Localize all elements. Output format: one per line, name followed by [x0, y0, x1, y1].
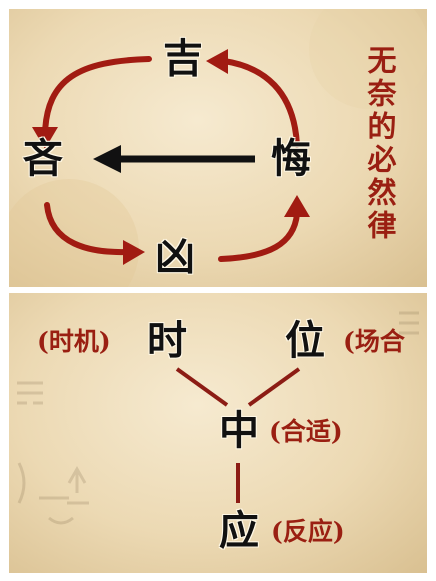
char-wei: 位 — [285, 317, 325, 364]
line-shi-to-zhong — [175, 367, 229, 407]
arrow-lin-to-xiong — [44, 202, 130, 256]
line-wei-to-zhong — [247, 367, 301, 407]
char-ying: 应 — [219, 507, 259, 554]
arrowhead-xiong-to-hui — [284, 195, 310, 217]
note-heshi: (合适) — [269, 417, 343, 446]
cycle-diagram-panel: 吉 吝 悔 凶 无奈的必然律 — [9, 9, 427, 287]
arrowhead-hui-to-ji — [206, 49, 228, 74]
char-xiong: 凶 — [155, 233, 195, 280]
arrow-ji-to-lin — [42, 56, 152, 136]
arrowhead-ji-to-lin — [32, 127, 58, 149]
char-zhong: 中 — [219, 407, 259, 454]
bg-figure-marks — [67, 465, 89, 505]
zhong-connector-lines — [17, 311, 419, 525]
arrow-hui-to-ji — [221, 58, 300, 148]
bg-right-marks — [399, 311, 419, 335]
bg-stroke-marks — [17, 462, 74, 525]
note-changhe: (场合 — [343, 327, 405, 356]
char-ji: 吉 — [163, 35, 203, 82]
note-shiji: (时机) — [37, 327, 111, 356]
char-shi: 时 — [147, 317, 187, 364]
bg-trigram-marks — [17, 381, 43, 405]
char-lin: 吝 — [23, 135, 63, 182]
black-arrowhead — [93, 145, 121, 173]
zhong-diagram-panel: (时机) 时 位 (场合 中 (合适) 应 (反应) — [9, 293, 427, 573]
arrowhead-lin-to-xiong — [123, 240, 145, 265]
char-hui: 悔 — [271, 135, 311, 182]
cycle-arrows — [9, 9, 427, 287]
note-fanying: (反应) — [271, 517, 345, 546]
arrow-xiong-to-hui — [218, 211, 300, 262]
vertical-caption: 无奈的必然律 — [363, 45, 397, 243]
